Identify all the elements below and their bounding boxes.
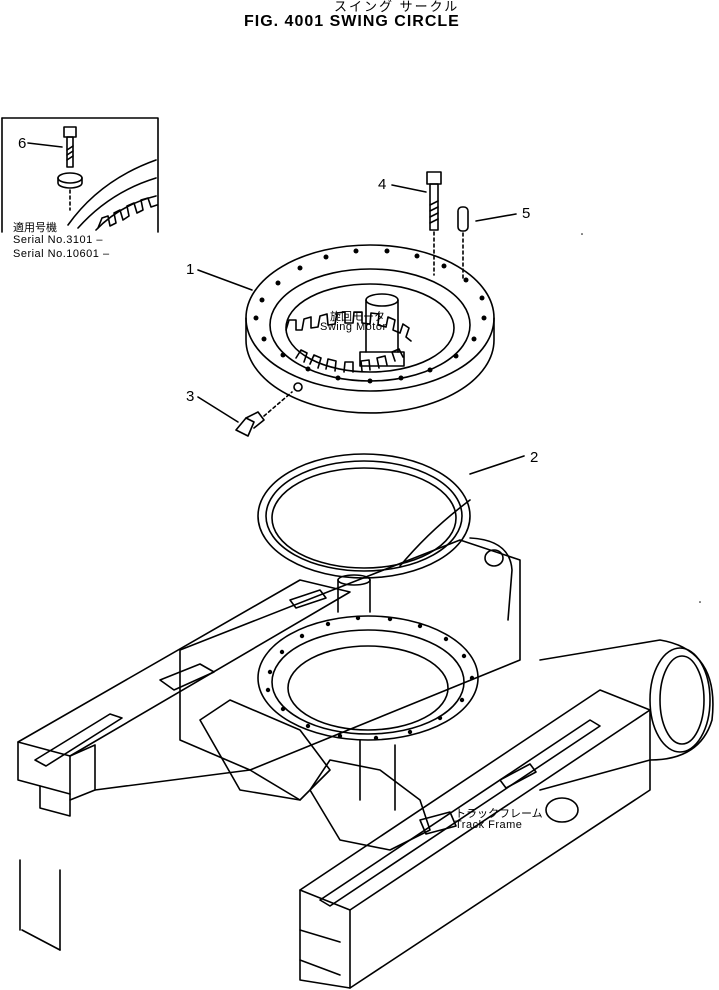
track-frame-label: Track Frame bbox=[455, 819, 523, 831]
figure-title: FIG. 4001 SWING CIRCLE bbox=[244, 13, 460, 30]
bolt-4-icon bbox=[426, 171, 442, 276]
track-frame-label-jp: トラックフレーム bbox=[455, 807, 543, 820]
inset-detail bbox=[1, 117, 159, 233]
applicable-serials-jp: 適用号機 bbox=[13, 221, 57, 234]
callout-4: 4 bbox=[378, 176, 387, 193]
callout-5: 5 bbox=[522, 205, 531, 222]
swing-circle-ring bbox=[245, 244, 495, 414]
callout-2: 2 bbox=[530, 449, 539, 466]
swing-motor-label-jp: 旋回モータ bbox=[330, 310, 385, 323]
serial-3101: Serial No.3101 – bbox=[13, 234, 103, 246]
track-frame bbox=[17, 537, 714, 989]
figure-title-japanese: スイング サークル bbox=[334, 0, 460, 14]
swing-motor-label: Swing Motor bbox=[320, 321, 387, 333]
callout-3: 3 bbox=[186, 388, 195, 405]
bolt-6-icon bbox=[57, 126, 83, 211]
callout-1: 1 bbox=[186, 261, 195, 278]
seal-ring bbox=[257, 453, 471, 579]
callout-6: 6 bbox=[18, 135, 27, 152]
grease-fitting-3-icon bbox=[235, 391, 293, 437]
serial-10601: Serial No.10601 – bbox=[13, 248, 110, 260]
swing-motor-shaft bbox=[359, 293, 405, 367]
